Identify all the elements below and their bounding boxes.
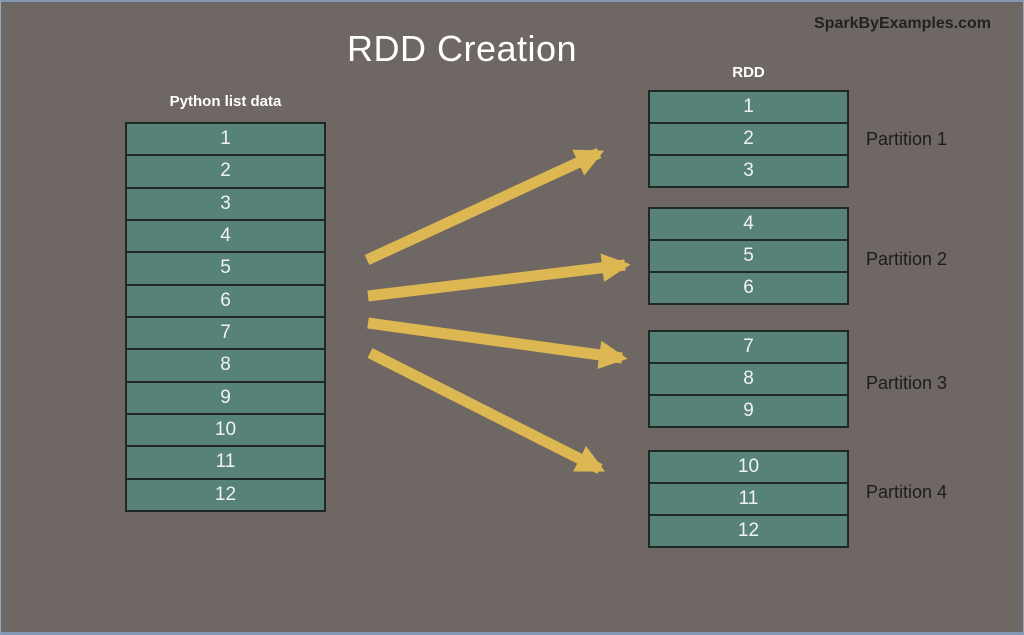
watermark-text: SparkByExamples.com — [814, 15, 991, 32]
partition-cell: 9 — [650, 394, 847, 426]
partition-cell: 1 — [743, 96, 754, 117]
partition-cell: 10 — [737, 456, 760, 477]
list-cell: 6 — [127, 283, 324, 316]
list-cell: 1 — [220, 128, 231, 150]
list-cell: 2 — [127, 154, 324, 186]
partition-cell: 7 — [743, 336, 754, 357]
partition-cell: 5 — [650, 239, 847, 271]
list-cell: 3 — [127, 186, 324, 219]
arrow-to-partition-1-icon — [364, 148, 605, 265]
python-list-table: 1 2 3 4 5 6 7 8 9 10 11 12 — [125, 122, 326, 512]
partition-box-1: 1 2 3 — [648, 90, 849, 188]
arrow-to-partition-4-icon — [367, 348, 606, 474]
list-cell: 5 — [127, 251, 324, 283]
partition-label-3: Partition 3 — [866, 373, 948, 393]
list-cell: 8 — [127, 348, 324, 380]
list-cell: 7 — [127, 315, 324, 348]
list-cell: 11 — [127, 445, 324, 477]
partition-box-2: 4 5 6 — [648, 207, 849, 305]
partition-label-4: Partition 4 — [866, 482, 948, 502]
list-cell: 12 — [127, 477, 324, 510]
partition-cell: 3 — [650, 154, 847, 186]
partition-box-4: 10 11 12 — [648, 450, 849, 548]
list-cell: 4 — [127, 218, 324, 251]
page-title: RDD Creation — [346, 28, 578, 69]
arrow-to-partition-2-icon — [367, 253, 631, 302]
partition-cell: 11 — [650, 482, 847, 514]
partition-cell: 4 — [743, 213, 754, 234]
arrow-to-partition-3-icon — [367, 317, 628, 370]
partition-label-1: Partition 1 — [866, 129, 948, 149]
list-cell: 10 — [127, 412, 324, 445]
partition-cell: 2 — [650, 122, 847, 154]
partition-box-3: 7 8 9 — [648, 330, 849, 428]
list-cell: 9 — [127, 380, 324, 413]
partition-label-2: Partition 2 — [866, 249, 948, 269]
partition-cell: 12 — [650, 514, 847, 546]
partition-cell: 8 — [650, 362, 847, 394]
python-list-label: Python list data — [169, 93, 282, 110]
partition-cell: 6 — [650, 271, 847, 303]
rdd-label: RDD — [732, 64, 765, 81]
